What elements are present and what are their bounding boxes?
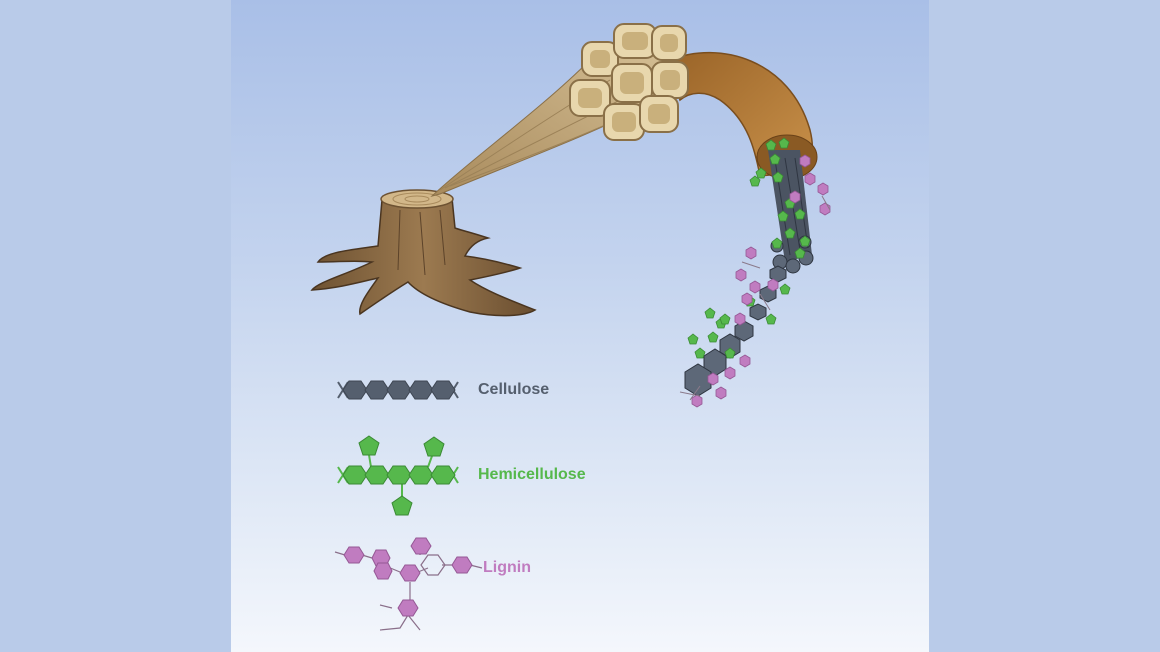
wood-composition-diagram (310, 23, 831, 631)
cellulose-label: Cellulose (478, 381, 550, 398)
cellulose-chain-icon (337, 380, 459, 400)
hemicellulose-units (687, 137, 811, 359)
lignin-network-icon (334, 537, 483, 631)
hemicellulose-chain-icon (337, 435, 459, 516)
illustration-panel: Cellulose Hemicellulose Lignin (231, 0, 929, 652)
background-left (0, 0, 231, 652)
tree-stump-icon (310, 189, 537, 317)
lignin-label: Lignin (483, 559, 531, 576)
hemicellulose-label: Hemicellulose (478, 466, 586, 483)
background-right (929, 0, 1160, 652)
lignin-units (691, 154, 831, 408)
